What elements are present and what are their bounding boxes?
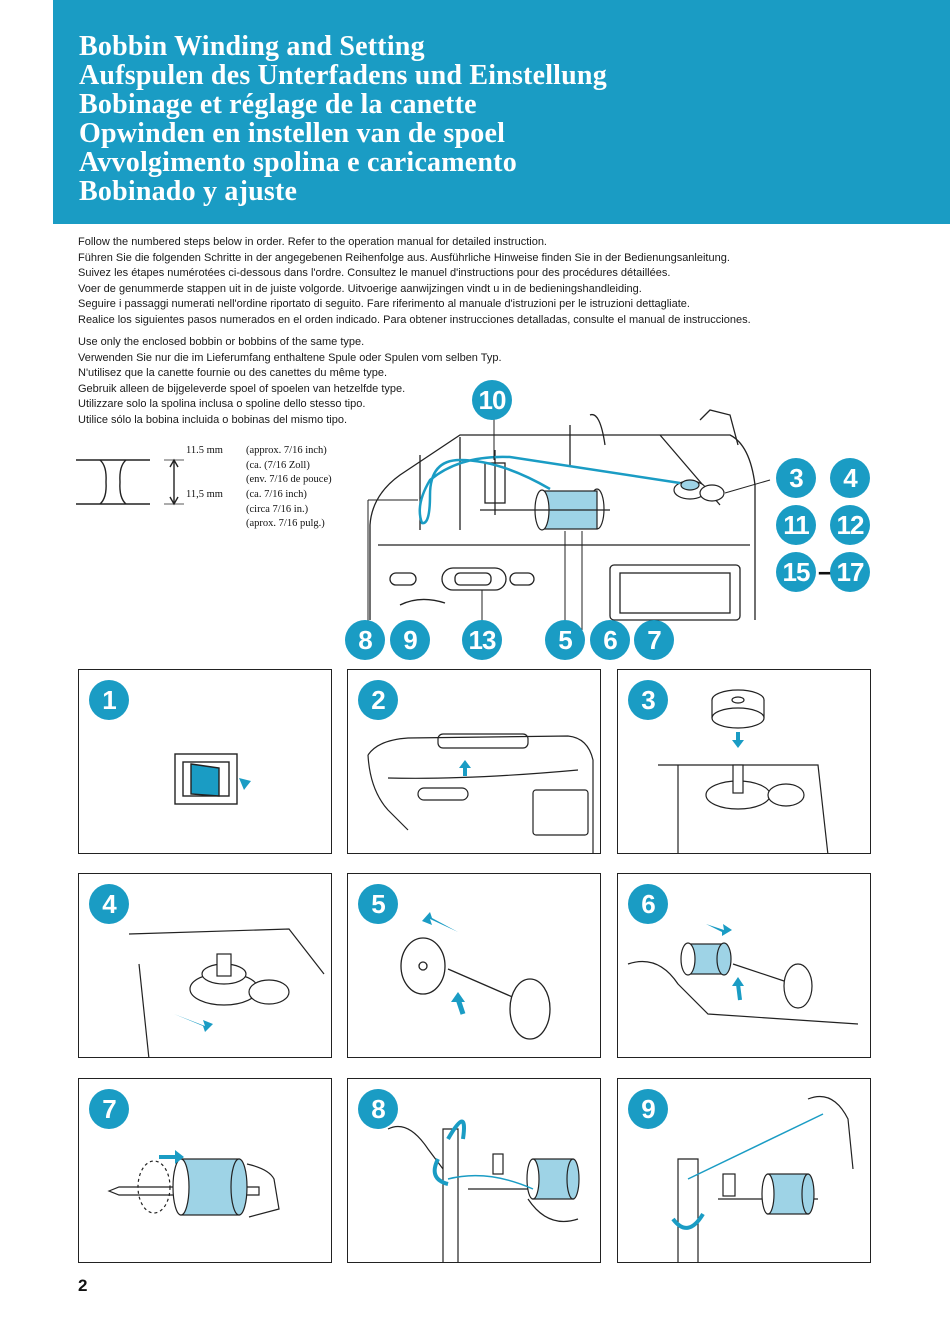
page-number: 2 bbox=[78, 1276, 88, 1295]
title-nl: Opwinden en instellen van de spoel bbox=[79, 118, 506, 149]
step-panel-2: 2 bbox=[347, 669, 601, 854]
step-panel-7: 7 bbox=[78, 1078, 332, 1263]
title-fr: Bobinage et réglage de la canette bbox=[79, 89, 477, 120]
step-panel-1: 1 bbox=[78, 669, 332, 854]
step-number: 6 bbox=[628, 884, 668, 924]
step-number: 3 bbox=[628, 680, 668, 720]
step-panel-4: 4 bbox=[78, 873, 332, 1058]
step-panel-6: 6 bbox=[617, 873, 871, 1058]
bobbin-note-line: Use only the enclosed bobbin or bobbins … bbox=[78, 336, 365, 348]
callout-4: 4 bbox=[830, 458, 870, 498]
title-banner: Bobbin Winding and Setting Aufspulen des… bbox=[53, 0, 950, 224]
intro-line: Führen Sie die folgenden Schritte in der… bbox=[78, 251, 730, 264]
dimension-mm: 11,5 mm bbox=[186, 489, 223, 500]
step-panel-5: 5 bbox=[347, 873, 601, 1058]
callout-9: 9 bbox=[390, 620, 430, 660]
callout-6: 6 bbox=[590, 620, 630, 660]
dimension-note: (ca. (7/16 Zoll) bbox=[246, 459, 310, 471]
dimension-note: (ca. 7/16 inch) bbox=[246, 489, 307, 500]
title-de: Aufspulen des Unterfadens und Einstellun… bbox=[79, 60, 607, 91]
step-number: 4 bbox=[89, 884, 129, 924]
callout-11: 11 bbox=[776, 505, 816, 545]
callout-12: 12 bbox=[830, 505, 870, 545]
dimension-note: (circa 7/16 in.) bbox=[246, 503, 309, 515]
step-panel-8: 8 bbox=[347, 1078, 601, 1263]
intro-line: Suivez les étapes numérotées ci-dessous … bbox=[78, 267, 671, 279]
dimension-note: (approx. 7/16 inch) bbox=[246, 445, 327, 456]
machine-overview-illustration bbox=[367, 409, 771, 630]
step-number: 7 bbox=[89, 1089, 129, 1129]
intro-line: Follow the numbered steps below in order… bbox=[78, 236, 547, 248]
callout-3: 3 bbox=[776, 458, 816, 498]
range-dash: – bbox=[818, 556, 833, 586]
intro-line: Voer de genummerde stappen uit in de jui… bbox=[78, 282, 642, 295]
bobbin-note-line: Utilice sólo la bobina incluida o bobina… bbox=[78, 413, 348, 426]
bobbin-dimension-drawing bbox=[76, 458, 184, 506]
callout-15: 15 bbox=[776, 552, 816, 592]
dimension-note: (env. 7/16 de pouce) bbox=[246, 474, 332, 485]
callout-13: 13 bbox=[462, 620, 502, 660]
callout-7: 7 bbox=[634, 620, 674, 660]
callout-8: 8 bbox=[345, 620, 385, 660]
bobbin-note-line: Utilizzare solo la spolina inclusa o spo… bbox=[78, 398, 366, 410]
intro-line: Realice los siguientes pasos numerados e… bbox=[78, 313, 751, 326]
title-it: Avvolgimento spolina e caricamento bbox=[79, 147, 517, 178]
bobbin-note-line: N'utilisez que la canette fournie ou des… bbox=[78, 367, 388, 379]
callout-10: 10 bbox=[472, 380, 512, 420]
callout-5: 5 bbox=[545, 620, 585, 660]
step-number: 5 bbox=[358, 884, 398, 924]
title-en: Bobbin Winding and Setting bbox=[79, 31, 425, 62]
step-panel-9: 9 bbox=[617, 1078, 871, 1263]
step-number: 9 bbox=[628, 1089, 668, 1129]
step-number: 1 bbox=[89, 680, 129, 720]
intro-line: Seguire i passaggi numerati nell'ordine … bbox=[78, 298, 690, 310]
bobbin-note-line: Verwenden Sie nur die im Lieferumfang en… bbox=[78, 351, 502, 364]
dimension-note: (aprox. 7/16 pulg.) bbox=[246, 518, 325, 529]
dimension-mm: 11.5 mm bbox=[186, 445, 223, 456]
callout-17: 17 bbox=[830, 552, 870, 592]
title-es: Bobinado y ajuste bbox=[79, 176, 298, 207]
step-number: 2 bbox=[358, 680, 398, 720]
step-panel-3: 3 bbox=[617, 669, 871, 854]
bobbin-note-line: Gebruik alleen de bijgeleverde spoel of … bbox=[78, 382, 406, 395]
step-number: 8 bbox=[358, 1089, 398, 1129]
